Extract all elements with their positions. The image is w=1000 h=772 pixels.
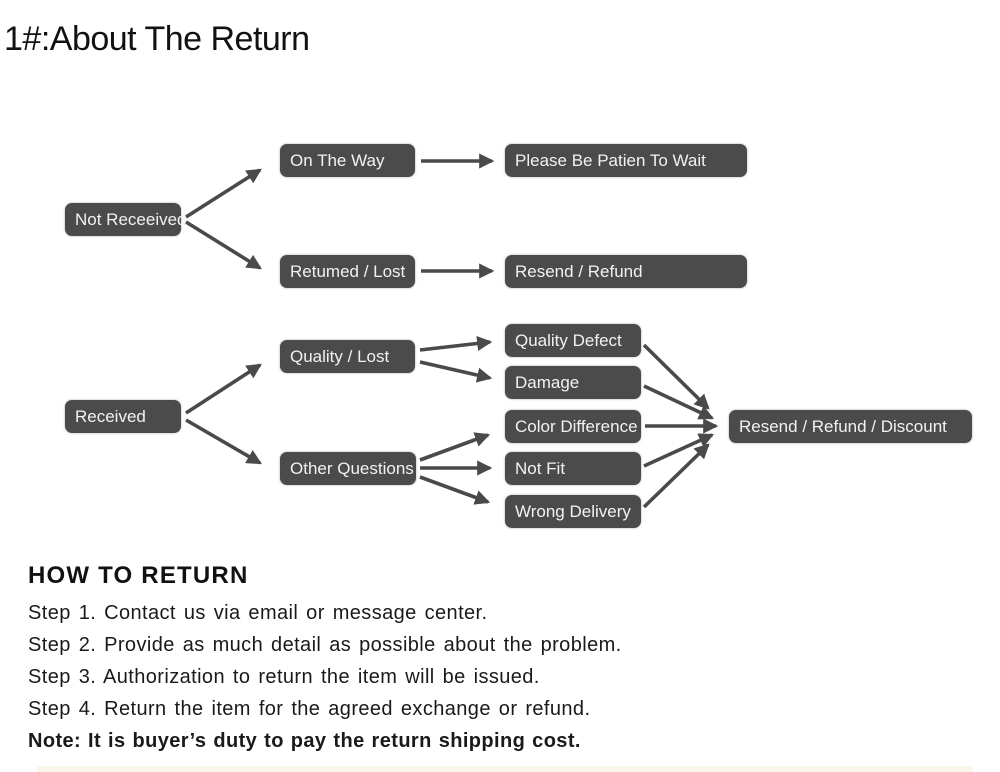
return-step-3: Step 3. Authorization to return the item… [28,666,540,688]
arrow-wrong-delivery-to-final [642,443,710,509]
flow-node-not-fit: Not Fit [505,452,641,485]
flow-node-quality-lost: Quality / Lost [280,340,415,373]
return-flowchart: Not Receeived On The Way Please Be Patie… [65,144,972,528]
flow-node-other-questions: Other Questions [280,452,416,485]
return-step-1: Step 1. Contact us via email or message … [28,602,488,624]
flow-node-color-difference: Color Difference [505,410,641,443]
arrow-received-to-other-questions [185,418,262,465]
return-step-4: Step 4. Return the item for the agreed e… [28,698,591,720]
arrow-quality-defect-to-final [642,343,710,410]
flow-node-resend-refund-discount: Resend / Refund / Discount [729,410,972,443]
arrow-not-fit-to-final [643,433,715,468]
flowchart-arrows [185,153,719,509]
flow-node-quality-defect: Quality Defect [505,324,641,357]
page-title: 1#:About The Return [4,20,310,58]
flow-node-resend-refund: Resend / Refund [505,255,747,288]
arrow-quality-lost-to-damage [419,360,493,383]
how-to-return-heading: HOW TO RETURN [28,562,249,589]
flow-node-damage: Damage [505,366,641,399]
flow-node-on-the-way: On The Way [280,144,415,177]
next-section-edge-strip [37,766,973,772]
return-note: Note: It is buyer’s duty to pay the retu… [28,730,581,752]
arrow-not-received-to-returned-lost [185,220,262,270]
flow-node-wrong-delivery: Wrong Delivery [505,495,641,528]
how-to-return-section: HOW TO RETURN Step 1. Contact us via ema… [28,562,622,757]
flow-node-returned-lost: Retumed / Lost [280,255,415,288]
arrow-quality-lost-to-quality-defect [419,335,493,352]
flow-node-please-wait: Please Be Patien To Wait [505,144,747,177]
arrow-not-received-to-on-the-way [185,168,262,219]
flow-node-received: Received [65,400,181,433]
return-step-2: Step 2. Provide as much detail as possib… [28,634,622,656]
arrow-other-questions-to-wrong-delivery [419,475,491,505]
arrow-damage-to-final [643,384,715,420]
arrow-received-to-quality-lost [185,363,262,415]
arrow-other-questions-to-color-difference [419,432,491,462]
flow-node-not-received: Not Receeived [65,203,187,236]
